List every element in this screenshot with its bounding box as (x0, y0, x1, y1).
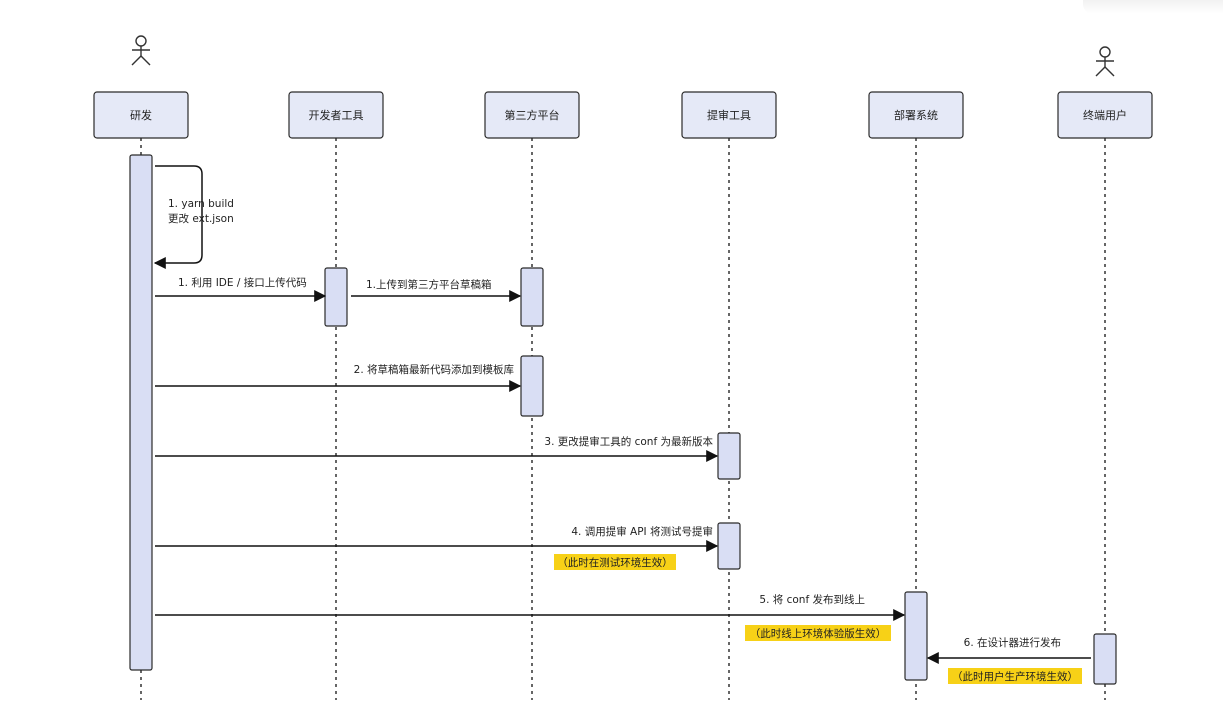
note-highlight (554, 554, 676, 570)
message-label: 4. 调用提审 API 将测试号提审 (571, 525, 713, 538)
activation-bar-enduser (1093, 633, 1117, 685)
note-label: （此时线上环境体验版生效） (750, 627, 887, 640)
message-8: 6. 在设计器进行发布 （此时用户生产环境生效） (926, 636, 1091, 684)
participant-label: 研发 (130, 108, 152, 122)
participant-box (681, 91, 777, 139)
self-message-arrow (153, 165, 203, 269)
activation-bar-thirdparty (520, 355, 544, 417)
participant-audit: 提审工具 (681, 91, 777, 139)
message-2: 1. 利用 IDE / 接口上传代码 (155, 276, 327, 302)
participant-label: 部署系统 (894, 108, 938, 122)
message-label: 3. 更改提审工具的 conf 为最新版本 (544, 435, 713, 448)
participant-rd: 研发 (93, 91, 189, 139)
activation-bar-audit (717, 432, 741, 480)
participant-label: 提审工具 (707, 108, 751, 122)
message-3: 1.上传到第三方平台草稿箱 (351, 278, 522, 302)
participant-label: 第三方平台 (505, 108, 560, 122)
activation-bar-rd (129, 154, 153, 671)
message-7: 5. 将 conf 发布到线上 （此时线上环境体验版生效） (155, 593, 906, 641)
note-highlight (948, 668, 1082, 684)
note-highlight (745, 625, 891, 641)
participant-thirdparty: 第三方平台 (484, 91, 580, 139)
message-1: 1. yarn build 更改 ext.json (153, 165, 234, 269)
message-4: 2. 将草稿箱最新代码添加到模板库 (155, 363, 522, 392)
environment-note: （此时线上环境体验版生效） (745, 625, 891, 641)
message-label: 5. 将 conf 发布到线上 (759, 593, 865, 606)
participant-box (484, 91, 580, 139)
participant-devtool: 开发者工具 (288, 91, 384, 139)
activation-bar-thirdparty (520, 267, 544, 327)
message-label: 1. yarn build (168, 198, 234, 210)
participant-label: 终端用户 (1083, 108, 1127, 122)
participant-deploy: 部署系统 (868, 91, 964, 139)
activation-bar-audit (717, 522, 741, 570)
message-label: 更改 ext.json (168, 212, 234, 225)
note-label: （此时用户生产环境生效） (952, 670, 1078, 683)
message-label: 6. 在设计器进行发布 (964, 636, 1061, 649)
participant-label: 开发者工具 (309, 108, 364, 122)
message-label: 1.上传到第三方平台草稿箱 (366, 278, 492, 291)
message-label: 2. 将草稿箱最新代码添加到模板库 (354, 363, 514, 376)
corner-shadow (1083, 0, 1223, 14)
participant-box (288, 91, 384, 139)
message-label: 1. 利用 IDE / 接口上传代码 (178, 276, 307, 289)
environment-note: （此时用户生产环境生效） (948, 668, 1082, 684)
participant-box (868, 91, 964, 139)
environment-note: （此时在测试环境生效） (554, 554, 676, 570)
activation-bar-devtool (324, 267, 348, 327)
actor-icon (1095, 46, 1115, 77)
message-6: 4. 调用提审 API 将测试号提审 （此时在测试环境生效） (155, 525, 719, 570)
participant-box (93, 91, 189, 139)
participant-box (1057, 91, 1153, 139)
activation-bar-deploy (904, 591, 928, 681)
message-5: 3. 更改提审工具的 conf 为最新版本 (155, 435, 719, 462)
actor-icon (131, 35, 151, 66)
participant-enduser: 终端用户 (1057, 91, 1153, 139)
note-label: （此时在测试环境生效） (557, 556, 673, 569)
